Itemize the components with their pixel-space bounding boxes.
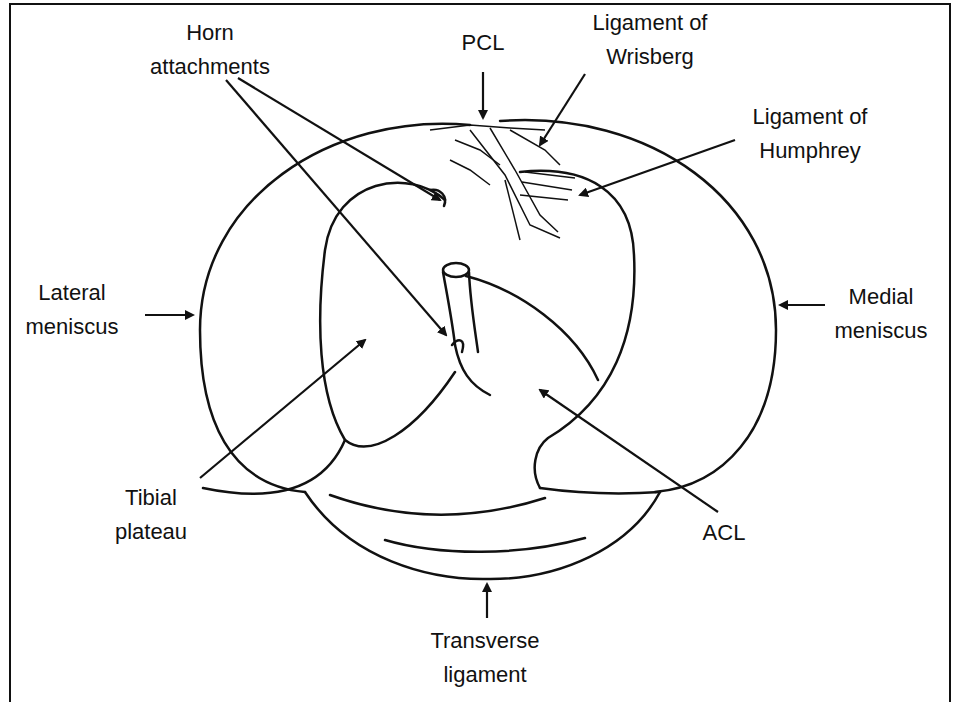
part-label: ACL [686,516,762,550]
part-label: PCL [440,26,526,60]
menisci-drawing [200,120,776,579]
frame [10,4,950,702]
part-label: Tibial plateau [92,481,210,549]
pcl-fibers [430,125,575,240]
part-label: Medial meniscus [818,280,944,348]
part-label: Ligament of Humphrey [720,100,900,168]
leader-arrows [145,72,825,618]
part-label: Transverse ligament [410,624,560,692]
part-label: Ligament of Wrisberg [565,6,735,74]
part-label: Horn attachments [140,16,280,84]
part-label: Lateral meniscus [12,276,132,344]
